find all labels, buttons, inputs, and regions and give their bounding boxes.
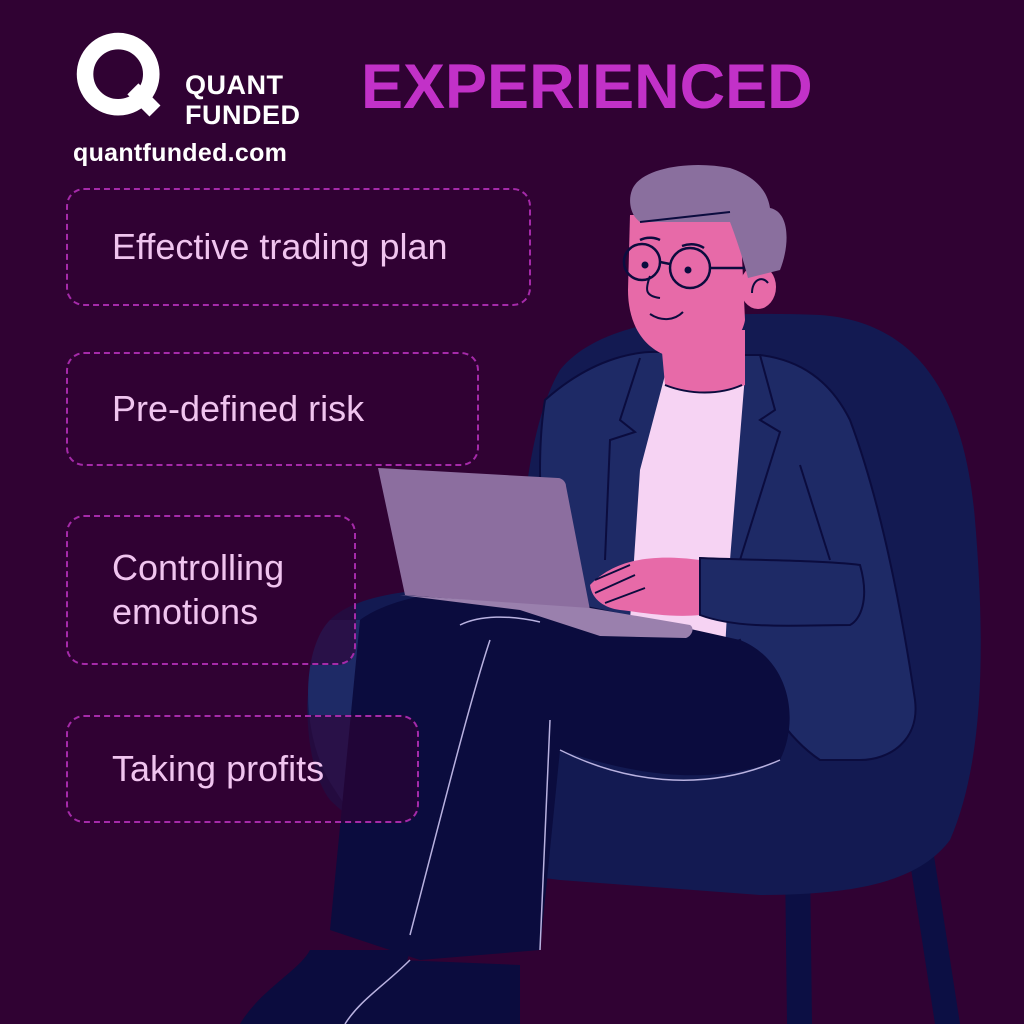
brand-line-1: QUANT [185,70,284,100]
trait-label: Pre-defined risk [112,388,365,429]
brand-wordmark: QUANT FUNDED [185,70,301,130]
trait-card-emotions: Controlling emotions [66,515,356,665]
brand-line-2: FUNDED [185,100,301,130]
trait-label: Effective trading plan [112,226,448,267]
website-url[interactable]: quantfunded.com [73,139,288,167]
brand-logo[interactable]: QUANT FUNDED [74,30,314,130]
trait-card-risk: Pre-defined risk [66,352,479,466]
trait-card-profits: Taking profits [66,715,419,823]
hand-shape [590,557,700,616]
q-letter-icon [76,32,161,117]
chair-leg-icon [785,860,812,1024]
hair-shape [630,164,787,278]
trait-label: Controlling emotions [112,547,285,632]
pants-shape [330,589,790,960]
page-title: EXPERIENCED [361,52,813,122]
trait-card-trading-plan: Effective trading plan [66,188,531,306]
laptop-icon [378,468,590,610]
trait-label: Taking profits [112,748,325,789]
